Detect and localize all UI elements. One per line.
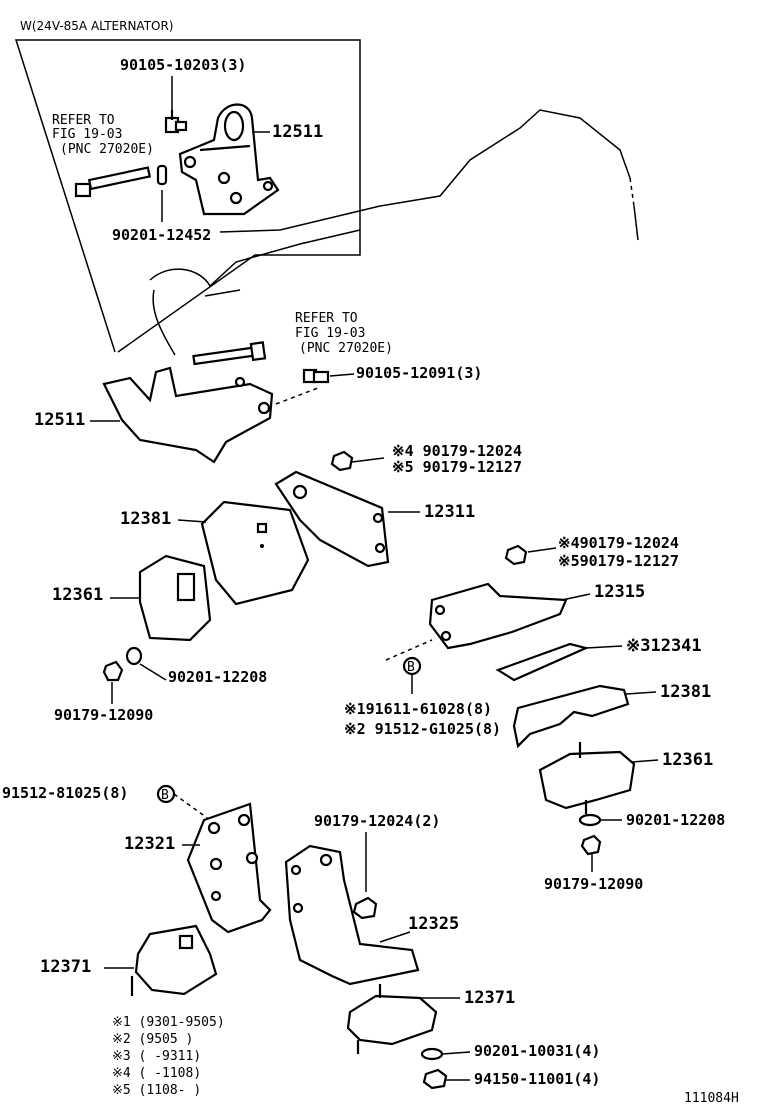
figure-id: 111084H xyxy=(684,1091,739,1106)
inset-refer-3: (PNC 27020E) xyxy=(60,142,154,157)
notes-block: ※1 (9301-9505) ※2 (9505 ) ※3 ( -9311) ※4… xyxy=(112,1015,225,1098)
upper-left-group: 12311 12381 12361 90201-12208 90179-1209… xyxy=(52,470,475,724)
washer-right-label: 90201-12208 xyxy=(626,811,725,829)
bracket-12315-leader xyxy=(561,593,591,601)
inset-bolt-label: 90105-10203(3) xyxy=(120,56,246,74)
bracket-12325-label: 12325 xyxy=(408,914,459,934)
main-bracket-label: 12511 xyxy=(34,410,85,430)
main-bracket-hole xyxy=(257,401,271,415)
washer-10031-icon xyxy=(420,1047,444,1061)
mount-12371-label: 12371 xyxy=(40,957,91,977)
cushion-12361-label: 12361 xyxy=(52,585,103,605)
engine-outline xyxy=(149,109,639,356)
main-bracket-group: REFER TO FIG 19-03 (PNC 27020E) 90105-12… xyxy=(34,311,522,476)
right-group: ※490179-12024 ※590179-12127 12315 ※31234… xyxy=(344,534,725,893)
washer-12208-label: 90201-12208 xyxy=(168,668,267,686)
inset-washer-label: 90201-12452 xyxy=(112,226,211,244)
inset-bolt-icon xyxy=(164,110,188,134)
main-refer-3: (PNC 27020E) xyxy=(299,341,393,356)
insulator-right-label: 12381 xyxy=(660,682,711,702)
inset-frame xyxy=(14,39,361,353)
mount-rear-label: 12371 xyxy=(464,988,515,1008)
right-nut-label-a: ※490179-12024 xyxy=(558,534,679,552)
lower-ref-b: B xyxy=(161,788,169,803)
main-small-bolt-icon xyxy=(302,368,330,384)
right-bolt-label-b: ※2 91512-G1025(8) xyxy=(344,720,501,738)
note-1: ※1 (9301-9505) xyxy=(112,1015,225,1030)
bracket-12321-label: 12321 xyxy=(124,834,175,854)
bracket-12315-icon xyxy=(428,582,568,650)
right-nut-icon xyxy=(504,544,528,566)
inset-bracket-label: 12511 xyxy=(272,122,323,142)
main-bracket-icon xyxy=(102,366,274,464)
insulator-12381-leader xyxy=(177,519,207,523)
bracket-12325-icon xyxy=(284,844,420,986)
inset-refer-1: REFER TO xyxy=(52,113,115,128)
inset-bracket-icon xyxy=(178,103,280,216)
main-bracket-hole-2 xyxy=(234,376,246,388)
washer-12208-leader xyxy=(139,663,167,681)
insulator-right-leader xyxy=(625,691,657,695)
insulator-right-icon xyxy=(512,684,630,749)
inset-header: W(24V-85A ALTERNATOR) xyxy=(20,19,174,33)
nut-right-label: 90179-12090 xyxy=(544,875,643,893)
insulator-12381-icon xyxy=(200,500,310,606)
washer-right-icon xyxy=(578,813,602,827)
inset-refer-2: FIG 19-03 xyxy=(52,127,122,142)
mount-12371-icon xyxy=(134,924,218,996)
cushion-right-label: 12361 xyxy=(662,750,713,770)
note-2: ※2 (9505 ) xyxy=(112,1032,193,1047)
main-refer-1: REFER TO xyxy=(295,311,358,326)
nut-right-icon xyxy=(580,834,602,856)
right-nut-leader xyxy=(527,547,557,553)
nut-12090-icon xyxy=(102,660,124,682)
main-refer-2: FIG 19-03 xyxy=(295,326,365,341)
cushion-12361-icon xyxy=(138,554,212,642)
main-nut-label-a: ※4 90179-12024 xyxy=(392,442,522,460)
main-nut-label-b: ※5 90179-12127 xyxy=(392,458,522,476)
note-5: ※5 (1108- ) xyxy=(112,1083,201,1098)
bracket-12315-label: 12315 xyxy=(594,582,645,602)
main-long-bolt-icon xyxy=(192,341,267,366)
plate-12341-leader xyxy=(585,645,623,649)
lower-group: 91512-81025(8) B 12321 12371 90179-12024… xyxy=(2,784,600,1090)
nut-11001-icon xyxy=(422,1068,448,1090)
washer-12208-icon xyxy=(125,646,143,666)
bracket-12321-icon xyxy=(186,802,272,934)
washer-10031-leader xyxy=(441,1051,471,1055)
inset-group: W(24V-85A ALTERNATOR) 90105-10203(3) REF… xyxy=(14,19,361,353)
cushion-right-leader xyxy=(631,759,659,763)
note-4: ※4 ( -1108) xyxy=(112,1066,201,1081)
right-dash-line xyxy=(385,639,433,661)
lower-dash-line xyxy=(173,793,211,821)
cushion-right-icon xyxy=(538,750,636,810)
lower-bolt-label: 91512-81025(8) xyxy=(2,784,128,802)
insulator-12381-label: 12381 xyxy=(120,509,171,529)
washer-10031-label: 90201-10031(4) xyxy=(474,1042,600,1060)
plate-12341-label: ※312341 xyxy=(626,636,702,656)
right-bolt-label-a: ※191611-61028(8) xyxy=(344,700,492,718)
plate-12341-icon xyxy=(495,642,590,682)
nut-11001-label: 94150-11001(4) xyxy=(474,1070,600,1088)
nut-12090-label: 90179-12090 xyxy=(54,706,153,724)
mount-rear-icon xyxy=(346,994,438,1046)
right-ref-b: B xyxy=(407,660,415,675)
bracket-12325-leader xyxy=(379,931,411,943)
main-bolt-leader xyxy=(329,373,355,377)
lower-nut-icon xyxy=(352,896,378,920)
main-nut-leader xyxy=(351,457,385,463)
main-nut-icon xyxy=(330,450,354,472)
lower-nut-label: 90179-12024(2) xyxy=(314,812,440,830)
bracket-12311-label: 12311 xyxy=(424,502,475,522)
note-3: ※3 ( -9311) xyxy=(112,1049,201,1064)
inset-long-bolt-icon xyxy=(74,164,168,198)
right-nut-label-b: ※590179-12127 xyxy=(558,552,679,570)
main-bolt-label: 90105-12091(3) xyxy=(356,364,482,382)
